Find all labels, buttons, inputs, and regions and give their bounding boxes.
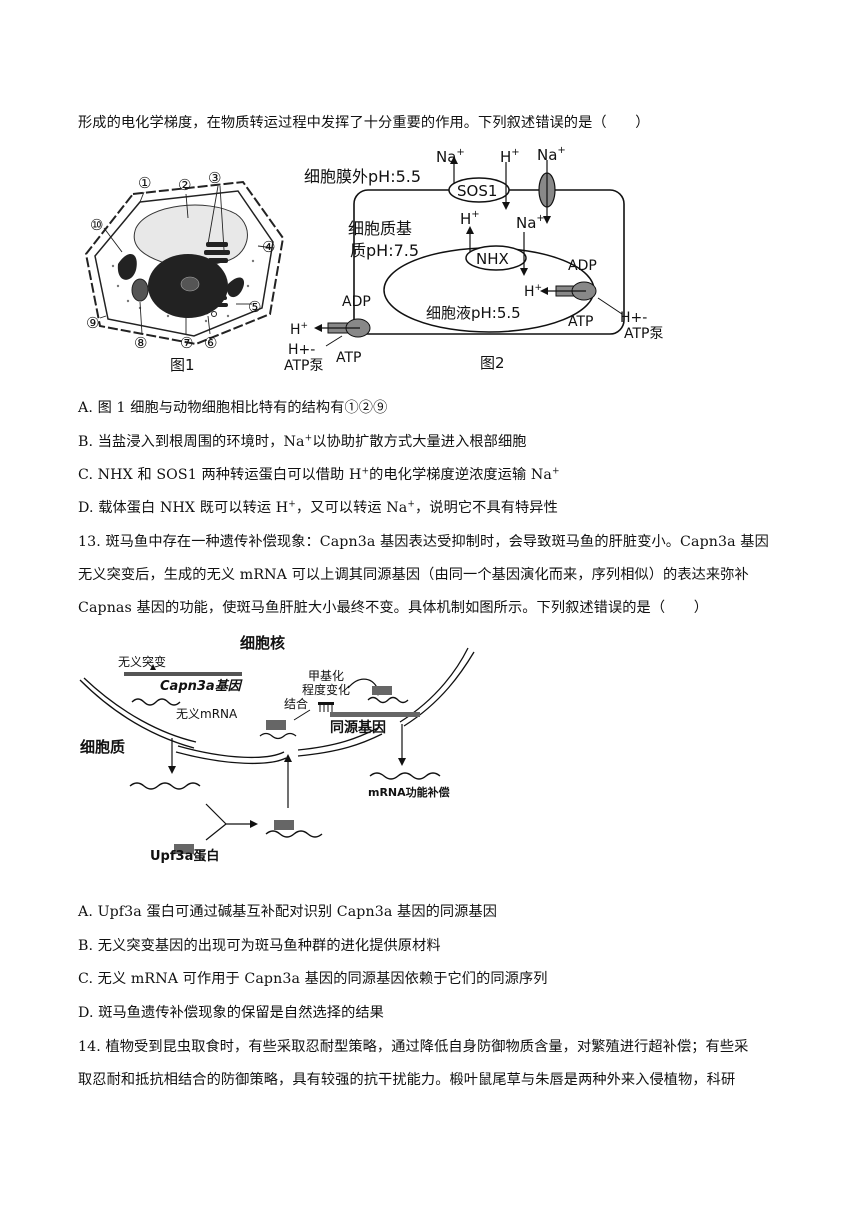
vacuole-ph-label: 细胞液pH:5.5 bbox=[426, 304, 521, 322]
vacuole-pump-name-1: H+- bbox=[620, 310, 647, 326]
methylation-label-2: 程度变化 bbox=[302, 682, 350, 697]
fig1-label-4: ④ bbox=[262, 238, 275, 256]
q13-stem-line-2: 无义突变后，生成的无义 mRNA 可以上调其同源基因（由同一个基因演化而来，序列… bbox=[78, 567, 749, 583]
sos1-label: SOS1 bbox=[457, 182, 497, 200]
sos1-h-label: H+ bbox=[500, 147, 520, 166]
fig2-caption: 图2 bbox=[480, 354, 505, 372]
vacuole-pump-atp: ATP bbox=[568, 314, 593, 330]
nhx-h-label: H+ bbox=[460, 209, 480, 228]
nucleus-label: 细胞核 bbox=[240, 634, 285, 652]
q12-option-a[interactable]: A. 图 1 细胞与动物细胞相比特有的结构有①②⑨ bbox=[78, 400, 388, 416]
figure-2-ion-transport: SOS1 Na+ H+ Na+ 细胞膜外pH:5.5 细胞质基 质pH:7.5 … bbox=[284, 145, 663, 374]
nhx-label: NHX bbox=[476, 250, 509, 268]
fig1-label-8: ⑧ bbox=[134, 334, 147, 352]
q12-stem-tail: 形成的电化学梯度，在物质转运过程中发挥了十分重要的作用。下列叙述错误的是（ ） bbox=[78, 115, 650, 131]
nonsense-mutation-label: 无义突变 bbox=[118, 654, 166, 669]
fig1-label-7: ⑦ bbox=[180, 334, 193, 352]
sos1-na-label: Na+ bbox=[436, 147, 465, 166]
cytoplasm-ph-label-2: 质pH:7.5 bbox=[350, 241, 419, 260]
figure-1-plant-cell: ① ② ③ ④ ⑤ ⑥ ⑦ ⑧ ⑨ ⑩ 图1 bbox=[84, 169, 285, 374]
membrane-pump-h-label: H+ bbox=[290, 321, 308, 338]
q13-stem-line-3: Capnas 基因的功能，使斑马鱼肝脏大小最终不变。具体机制如图所示。下列叙述错… bbox=[78, 600, 708, 616]
homolog-gene-label: 同源基因 bbox=[330, 719, 386, 736]
q12-option-b[interactable]: B. 当盐浸入到根周围的环境时，Na+以协助扩散方式大量进入根部细胞 bbox=[78, 433, 527, 450]
q12-option-d[interactable]: D. 载体蛋白 NHX 既可以转运 H+，又可以转运 Na+，说明它不具有特异性 bbox=[78, 499, 558, 516]
q12-option-c[interactable]: C. NHX 和 SOS1 两种转运蛋白可以借助 H+的电化学梯度逆浓度运输 N… bbox=[78, 466, 560, 483]
q13-option-d[interactable]: D. 斑马鱼遗传补偿现象的保留是自然选择的结果 bbox=[78, 1005, 384, 1021]
vacuole-pump-adp: ADP bbox=[568, 258, 597, 274]
q13-option-b[interactable]: B. 无义突变基因的出现可为斑马鱼种群的进化提供原材料 bbox=[78, 938, 441, 954]
vacuole-pump-name-2: ATP泵 bbox=[624, 326, 663, 342]
cytoplasm-label: 细胞质 bbox=[80, 738, 125, 756]
outside-ph-label: 细胞膜外pH:5.5 bbox=[304, 167, 421, 186]
membrane-pump-name-1: H+- bbox=[288, 342, 315, 358]
membrane-pump-name-2: ATP泵 bbox=[284, 358, 323, 374]
fig1-label-9: ⑨ bbox=[86, 314, 99, 332]
bind-label: 结合 bbox=[284, 696, 308, 711]
upf3a-protein-label: Upf3a蛋白 bbox=[150, 848, 219, 864]
membrane-pump-adp: ADP bbox=[342, 294, 371, 310]
q13-option-a[interactable]: A. Upf3a 蛋白可通过碱基互补配对识别 Capn3a 基因的同源基因 bbox=[78, 904, 498, 920]
q14-stem-line-1: 14. 植物受到昆虫取食时，有些采取忍耐型策略，通过降低自身防御物质含量，对繁殖… bbox=[78, 1039, 749, 1055]
fig1-caption: 图1 bbox=[170, 356, 195, 374]
q13-option-c[interactable]: C. 无义 mRNA 可作用于 Capn3a 基因的同源基因依赖于它们的同源序列 bbox=[78, 971, 548, 987]
methylation-label-1: 甲基化 bbox=[308, 669, 344, 683]
fig1-label-10: ⑩ bbox=[90, 216, 103, 234]
q14-stem-line-2: 取忍耐和抵抗相结合的防御策略，具有较强的抗干扰能力。椴叶鼠尾草与朱唇是两种外来入… bbox=[78, 1072, 736, 1088]
nonsense-mrna-label: 无义mRNA bbox=[176, 707, 238, 721]
nhx-na-label: Na+ bbox=[516, 213, 545, 232]
vacuole-pump-h-label: H+ bbox=[524, 283, 542, 300]
membrane-pump-atp: ATP bbox=[336, 350, 361, 366]
fig1-label-6: ⑥ bbox=[204, 334, 217, 352]
fig1-label-2: ② bbox=[178, 176, 191, 194]
q13-stem-line-1: 13. 斑马鱼中存在一种遗传补偿现象：Capn3a 基因表达受抑制时，会导致斑马… bbox=[78, 534, 769, 550]
fig1-label-5: ⑤ bbox=[248, 298, 261, 316]
fig1-label-3: ③ bbox=[208, 169, 221, 187]
mrna-compensation-label: mRNA功能补偿 bbox=[368, 785, 450, 799]
fig1-label-1: ① bbox=[138, 174, 151, 192]
cytoplasm-ph-label-1: 细胞质基 bbox=[348, 219, 412, 238]
capn3a-gene-label: Capn3a基因 bbox=[160, 678, 243, 694]
channel-na-label: Na+ bbox=[537, 145, 566, 164]
figure-genetic-compensation: 细胞核 细胞质 无义突变 Capn3a基因 无义mRNA 甲基化 程度变化 结合… bbox=[79, 634, 475, 864]
